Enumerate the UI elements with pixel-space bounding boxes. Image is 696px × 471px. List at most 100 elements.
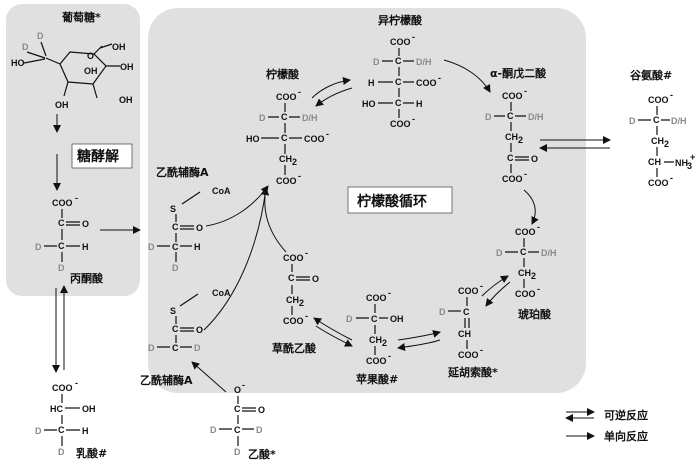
alpha-ketoglutarate-label: α-酮戊二酸 xyxy=(490,66,547,80)
svg-text:HC: HC xyxy=(50,404,63,414)
pyruvate-label: 丙酮酸 xyxy=(70,271,104,285)
svg-text:CH: CH xyxy=(651,136,664,146)
svg-text:C: C xyxy=(58,218,65,228)
svg-text:D: D xyxy=(148,242,155,252)
svg-text:CH: CH xyxy=(518,268,531,278)
svg-text:D: D xyxy=(148,343,155,353)
arrow-oxaloacetate-to-citrate xyxy=(260,187,287,253)
svg-text:OH: OH xyxy=(112,42,126,52)
svg-text:CH: CH xyxy=(458,329,471,339)
svg-text:S: S xyxy=(170,306,176,316)
glutamate-label: 谷氨酸# xyxy=(630,68,672,82)
arrow-fumarate-to-succinate xyxy=(481,275,509,297)
succinate-label: 琥珀酸 xyxy=(518,307,552,321)
legend-reversible-label: 可逆反应 xyxy=(604,408,648,422)
svg-text:COO: COO xyxy=(502,174,523,184)
svg-text:O: O xyxy=(82,219,89,229)
svg-text:-: - xyxy=(524,169,527,179)
svg-text:-: - xyxy=(480,345,483,355)
legend: 可逆反应 单向反应 xyxy=(565,408,648,443)
arrow-malate-to-fumarate xyxy=(397,330,441,341)
svg-text:C: C xyxy=(507,153,514,163)
svg-text:CoA: CoA xyxy=(212,186,231,196)
acetyl-coa-1-structure: 乙酰辅酶A CoA S C O C H D D xyxy=(148,165,231,273)
glucose-structure: 葡萄糖* D D HO O OH OH OH OH OH xyxy=(11,10,134,110)
svg-text:C: C xyxy=(520,247,527,257)
svg-text:D: D xyxy=(35,242,42,252)
legend-irreversible-label: 单向反应 xyxy=(604,429,648,443)
svg-text:H: H xyxy=(416,99,423,109)
svg-text:OH: OH xyxy=(55,100,69,110)
svg-text:C: C xyxy=(172,343,179,353)
svg-text:COO: COO xyxy=(366,293,387,303)
svg-text:CH: CH xyxy=(279,154,292,164)
svg-text:D: D xyxy=(22,42,29,52)
svg-text:-: - xyxy=(305,311,308,321)
svg-text:C: C xyxy=(234,425,241,435)
svg-text:COO: COO xyxy=(648,95,669,105)
svg-text:C: C xyxy=(58,241,65,251)
svg-text:H: H xyxy=(368,78,375,88)
acetate-structure: O - C O C D D D 乙酸* xyxy=(210,380,276,461)
svg-text:-: - xyxy=(670,90,673,100)
glycolysis-label: 糖酵解 xyxy=(77,148,119,165)
svg-text:C: C xyxy=(395,98,402,108)
svg-text:D: D xyxy=(234,447,241,457)
svg-text:O: O xyxy=(258,405,265,415)
svg-text:O: O xyxy=(196,223,203,233)
svg-text:-: - xyxy=(537,222,540,232)
svg-text:-: - xyxy=(298,171,301,181)
oxaloacetate-label: 草酰乙酸 xyxy=(272,341,317,355)
svg-text:D: D xyxy=(346,314,353,324)
pyruvate-structure: COO - C O C H D D 丙酮酸 xyxy=(35,193,104,285)
succinate-structure: COO - C D/H D CH 2 COO - 琥珀酸 xyxy=(496,222,557,321)
arrow-acetate-to-acetyl-coa xyxy=(191,361,227,393)
svg-text:2: 2 xyxy=(664,139,669,149)
svg-text:C: C xyxy=(288,273,295,283)
svg-text:D: D xyxy=(256,425,263,435)
arrow-succinate-to-fumarate xyxy=(485,281,511,307)
svg-text:-: - xyxy=(670,173,673,183)
svg-text:D: D xyxy=(58,263,65,273)
arrow-acetyl-coa-2-to-citrate xyxy=(203,187,270,331)
svg-text:HO: HO xyxy=(362,99,376,109)
svg-text:D: D xyxy=(439,307,446,317)
svg-text:-: - xyxy=(524,86,527,96)
acetyl-coa-2-label: 乙酰辅酶A xyxy=(140,373,193,387)
svg-text:D: D xyxy=(172,263,179,273)
acetyl-coa-2-structure: CoA S C O C D D 乙酰辅酶A xyxy=(140,288,231,387)
svg-text:H: H xyxy=(194,242,201,252)
svg-text:D: D xyxy=(259,113,266,123)
svg-text:D: D xyxy=(485,112,492,122)
svg-text:COO: COO xyxy=(648,178,669,188)
svg-text:C: C xyxy=(395,56,402,66)
svg-text:D: D xyxy=(629,116,636,126)
acetyl-coa-1-label: 乙酰辅酶A xyxy=(156,165,209,179)
svg-text:D: D xyxy=(37,31,44,41)
svg-text:C: C xyxy=(172,242,179,252)
svg-text:D: D xyxy=(210,425,217,435)
svg-text:2: 2 xyxy=(518,135,523,145)
svg-text:-: - xyxy=(388,288,391,298)
svg-text:-: - xyxy=(75,378,78,388)
glutamate-structure: 谷氨酸# COO - C D/H D CH 2 CH NH 3 + COO - xyxy=(629,68,695,188)
svg-text:C: C xyxy=(371,314,378,324)
glycolysis-label-box xyxy=(71,143,133,169)
svg-text:C: C xyxy=(395,77,402,87)
svg-text:HO: HO xyxy=(246,134,260,144)
svg-text:COO: COO xyxy=(283,316,304,326)
svg-text:COO: COO xyxy=(515,227,536,237)
svg-text:C: C xyxy=(463,307,470,317)
svg-text:-: - xyxy=(480,281,483,291)
citrate-structure: 柠檬酸 COO - C D/H D C COO - HO CH 2 COO - xyxy=(246,67,329,186)
svg-text:-: - xyxy=(438,73,441,83)
svg-text:COO: COO xyxy=(458,350,479,360)
svg-text:-: - xyxy=(75,193,78,203)
svg-text:H: H xyxy=(82,426,89,436)
arrow-isocitrate-to-citrate xyxy=(315,87,353,107)
svg-text:-: - xyxy=(305,248,308,258)
svg-text:2: 2 xyxy=(299,298,304,308)
tca-cycle-label-box xyxy=(347,186,453,214)
citrate-label: 柠檬酸 xyxy=(266,67,300,81)
